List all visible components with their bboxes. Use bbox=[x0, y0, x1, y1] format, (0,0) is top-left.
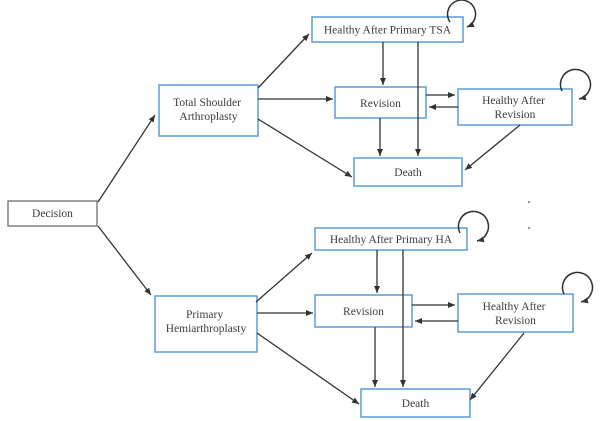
svg-text:Primary Hemiarthroplasty: Primary Hemiarthroplasty bbox=[166, 309, 247, 335]
self-loop-healthy-tsa bbox=[446, 0, 477, 28]
svg-text:Total Shoulder Arthropla: Total Shoulder Arthroplasty bbox=[173, 97, 244, 123]
decision-box bbox=[7, 200, 98, 227]
node-revision-tsa: Revision bbox=[334, 86, 427, 119]
healthy-rev-tsa-box bbox=[457, 88, 573, 126]
ph-box bbox=[154, 295, 258, 353]
death-ha-label: Death bbox=[402, 398, 430, 410]
edge-healthy-rev-tsa-to-death-tsa bbox=[464, 124, 521, 171]
revision-ha-box bbox=[314, 294, 413, 328]
healthy-rev-tsa-label-line2: Revision bbox=[495, 109, 536, 121]
edge-healthy-rev-ha-to-death-ha bbox=[469, 332, 525, 401]
death-ha-box bbox=[360, 388, 471, 418]
healthy-rev-ha-box bbox=[457, 293, 574, 333]
node-death-ha: Death bbox=[360, 388, 471, 418]
revision-tsa-label: Revision bbox=[360, 98, 401, 110]
ph-label-line2: Hemiarthroplasty bbox=[166, 323, 247, 335]
node-healthy-after-revision-ha: Healthy After Revision bbox=[457, 293, 574, 333]
node-healthy-after-primary-ha: Healthy After Primary HA bbox=[314, 227, 468, 251]
edge-ph-to-death-ha bbox=[256, 332, 360, 405]
edge-decision-to-tsa bbox=[97, 114, 156, 203]
self-loop-healthy-rev-ha bbox=[561, 271, 594, 304]
ph-label-line1: Primary bbox=[186, 309, 223, 321]
edge-tsa-to-death-tsa bbox=[257, 118, 353, 178]
healthy-tsa-box bbox=[311, 16, 464, 43]
tsa-label-line1: Total Shoulder bbox=[173, 97, 241, 109]
node-total-shoulder-arthroplasty: Total Shoulder Arthroplasty bbox=[158, 84, 259, 137]
node-primary-hemiarthroplasty: Primary Hemiarthroplasty bbox=[154, 295, 258, 353]
revision-tsa-box bbox=[334, 86, 427, 119]
revision-ha-label: Revision bbox=[343, 306, 384, 318]
healthy-rev-ha-label-line1: Healthy After bbox=[483, 301, 546, 313]
svg-text:Healthy After Revision: Healthy After Revision bbox=[483, 301, 549, 327]
healthy-ha-label: Healthy After Primary HA bbox=[330, 234, 453, 246]
node-decision: Decision bbox=[7, 200, 98, 227]
node-healthy-after-primary-tsa: Healthy After Primary TSA bbox=[311, 16, 464, 43]
svg-text:Healthy After Revision: Healthy After Revision bbox=[482, 95, 548, 121]
node-healthy-after-revision-tsa: Healthy After Revision bbox=[457, 88, 573, 126]
node-death-tsa: Death bbox=[353, 157, 463, 187]
death-tsa-label: Death bbox=[394, 167, 422, 179]
self-loop-healthy-rev-tsa bbox=[559, 68, 592, 101]
tsa-box bbox=[158, 84, 259, 137]
edge-decision-to-ph bbox=[97, 225, 152, 296]
healthy-ha-box bbox=[314, 227, 468, 251]
artifact-dot-1 bbox=[527, 200, 531, 204]
self-loop-healthy-ha bbox=[457, 210, 490, 243]
healthy-rev-ha-label-line2: Revision bbox=[495, 315, 536, 327]
node-revision-ha: Revision bbox=[314, 294, 413, 328]
death-tsa-box bbox=[353, 157, 463, 187]
decision-label: Decision bbox=[32, 208, 73, 220]
tsa-label-line2: Arthroplasty bbox=[179, 111, 237, 123]
edge-tsa-to-healthy-tsa bbox=[257, 33, 310, 89]
healthy-rev-tsa-label-line1: Healthy After bbox=[482, 95, 545, 107]
edge-ph-to-healthy-ha bbox=[255, 252, 313, 303]
healthy-tsa-label: Healthy After Primary TSA bbox=[324, 25, 452, 37]
artifact-dot-2 bbox=[527, 226, 531, 230]
